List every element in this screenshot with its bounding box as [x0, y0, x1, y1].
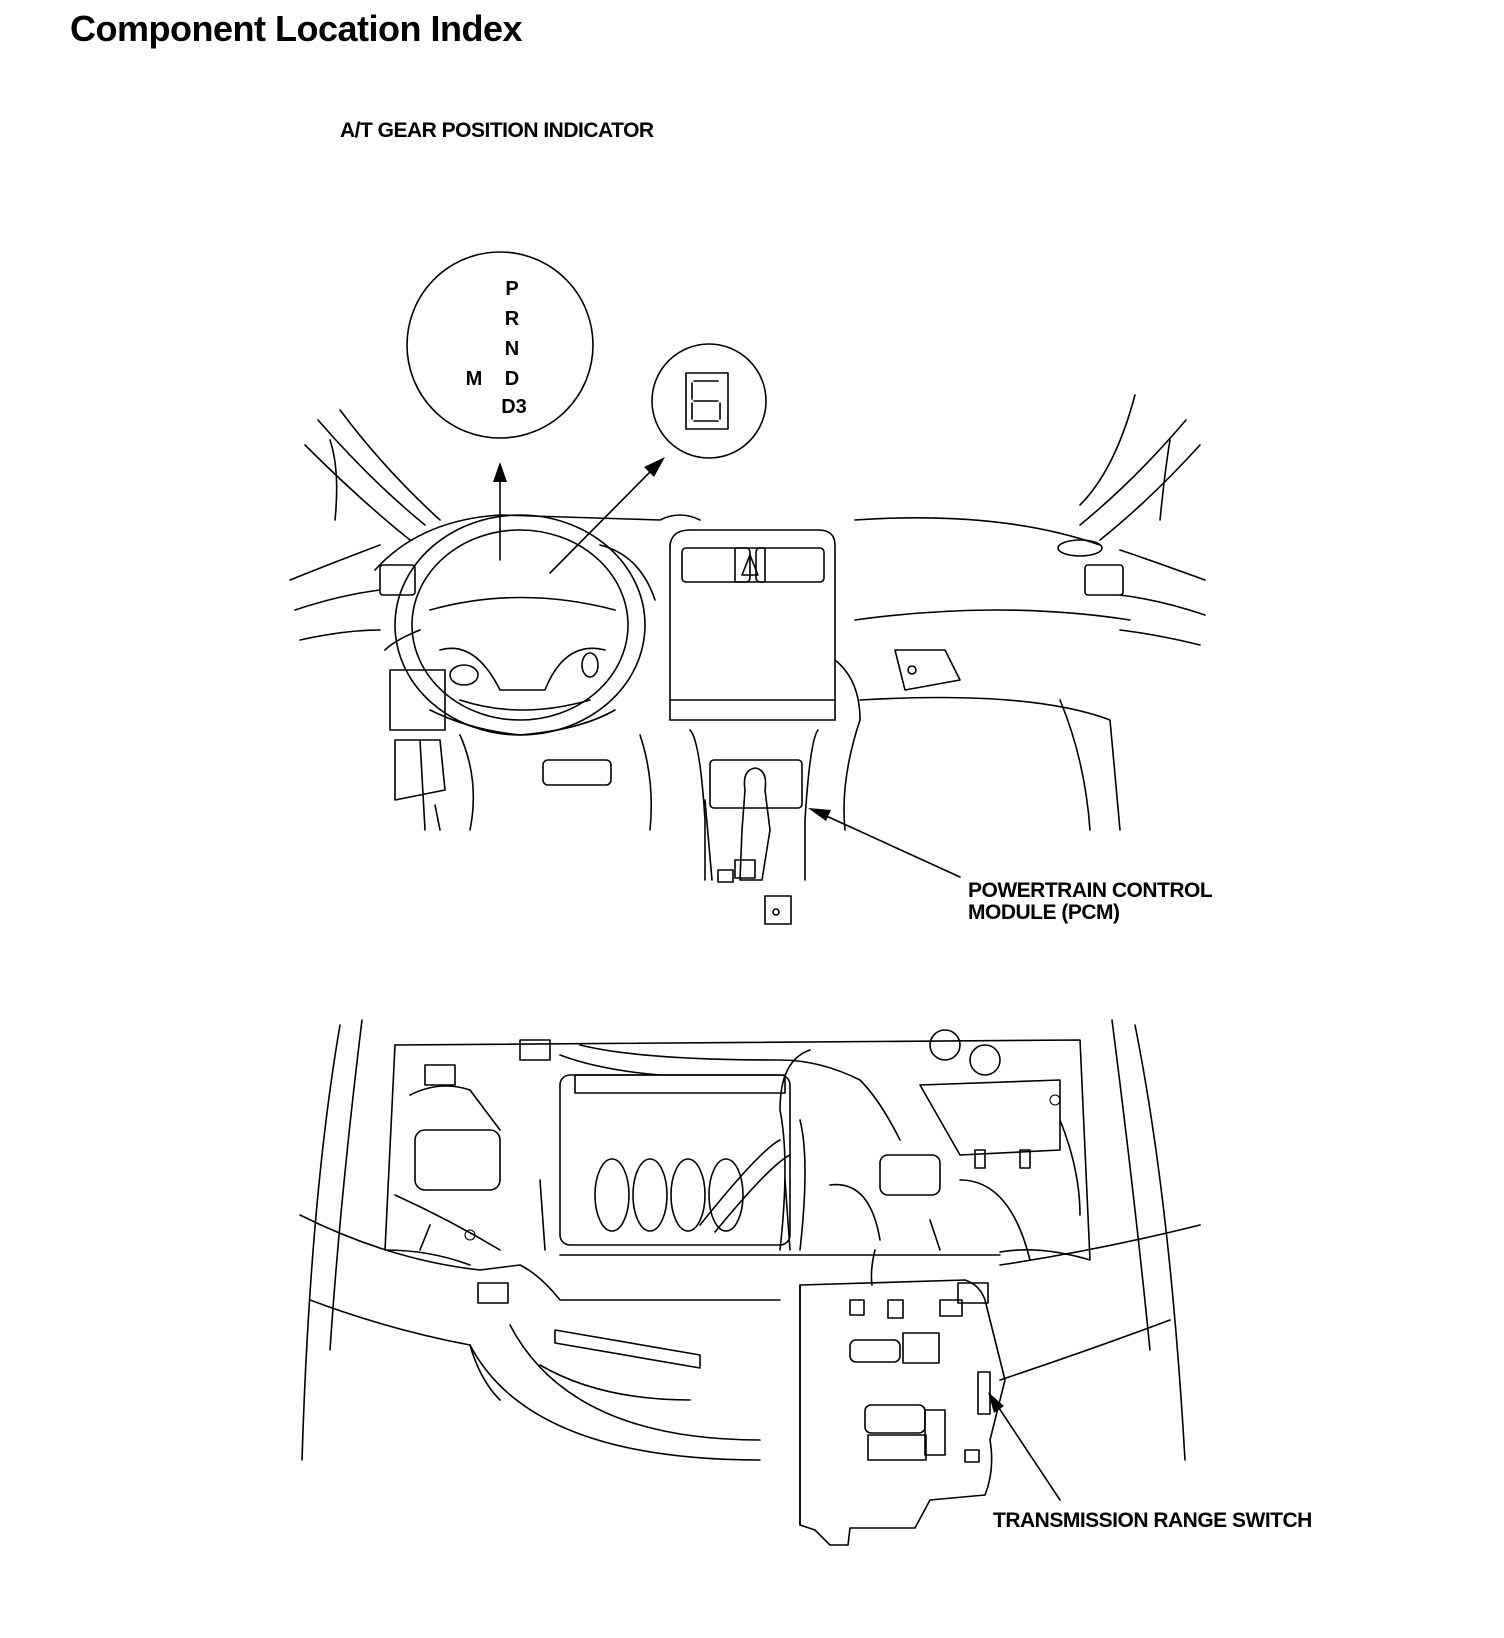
- trs-leader: [988, 1392, 1061, 1501]
- engine-compartment-illustration: [299, 1019, 1201, 1461]
- at-gear-position-indicator-label: A/T GEAR POSITION INDICATOR: [340, 119, 654, 142]
- pcm-label-line2: MODULE (PCM): [968, 901, 1120, 924]
- pcm-label: POWERTRAIN CONTROL MODULE (PCM): [968, 879, 1213, 924]
- pcm-leader: [808, 808, 961, 878]
- gear-n: N: [505, 338, 519, 360]
- gear-p: P: [505, 278, 518, 300]
- pcm-label-line1: POWERTRAIN CONTROL: [968, 879, 1213, 902]
- digital-display-callout: [651, 343, 767, 459]
- gear-r: R: [505, 308, 520, 330]
- page-title: Component Location Index: [70, 8, 523, 49]
- transmission-housing: [799, 1249, 1006, 1546]
- gear-d: D: [505, 368, 519, 390]
- callout-arrows: [493, 457, 665, 574]
- dashboard-illustration: [289, 394, 1206, 925]
- gear-m: M: [466, 368, 483, 390]
- gear-indicator-callout: P R N D D3 M: [406, 251, 594, 439]
- transmission-range-switch-label: TRANSMISSION RANGE SWITCH: [993, 1509, 1312, 1532]
- gear-d3: D3: [501, 396, 527, 418]
